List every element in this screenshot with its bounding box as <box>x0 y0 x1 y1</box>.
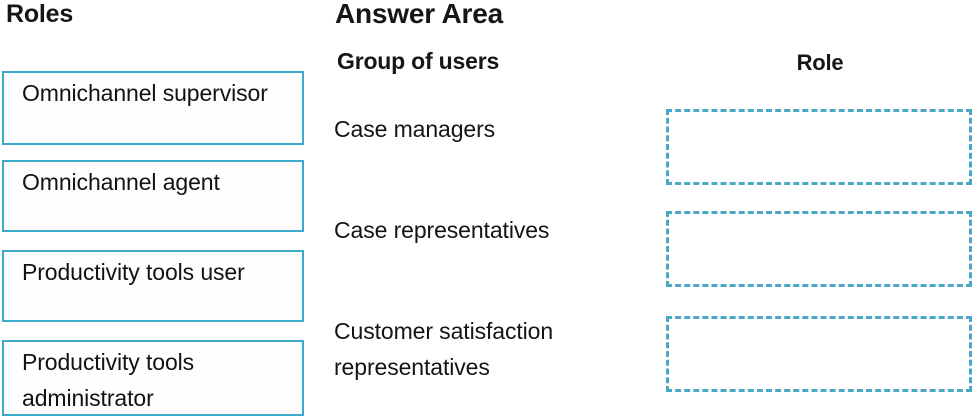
role-option-omnichannel-agent[interactable]: Omnichannel agent <box>2 160 304 232</box>
group-label-case-managers: Case managers <box>334 116 496 142</box>
role-option-productivity-tools-administrator[interactable]: Productivity tools administrator <box>2 340 304 416</box>
column-header-role: Role <box>796 50 844 75</box>
column-header-group-of-users: Group of users <box>337 48 500 74</box>
answer-drop-target-case-managers[interactable] <box>666 109 972 185</box>
role-option-omnichannel-supervisor[interactable]: Omnichannel supervisor <box>2 71 304 145</box>
answer-area-title: Answer Area <box>335 0 503 29</box>
roles-heading: Roles <box>6 0 74 28</box>
role-option-productivity-tools-user[interactable]: Productivity tools user <box>2 250 304 322</box>
answer-drop-target-case-representatives[interactable] <box>666 211 972 287</box>
group-label-case-representatives: Case representatives <box>334 217 550 243</box>
group-label-customer-satisfaction-representatives: Customer satisfaction representatives <box>334 318 554 380</box>
answer-drop-target-customer-satisfaction-representatives[interactable] <box>666 316 972 392</box>
